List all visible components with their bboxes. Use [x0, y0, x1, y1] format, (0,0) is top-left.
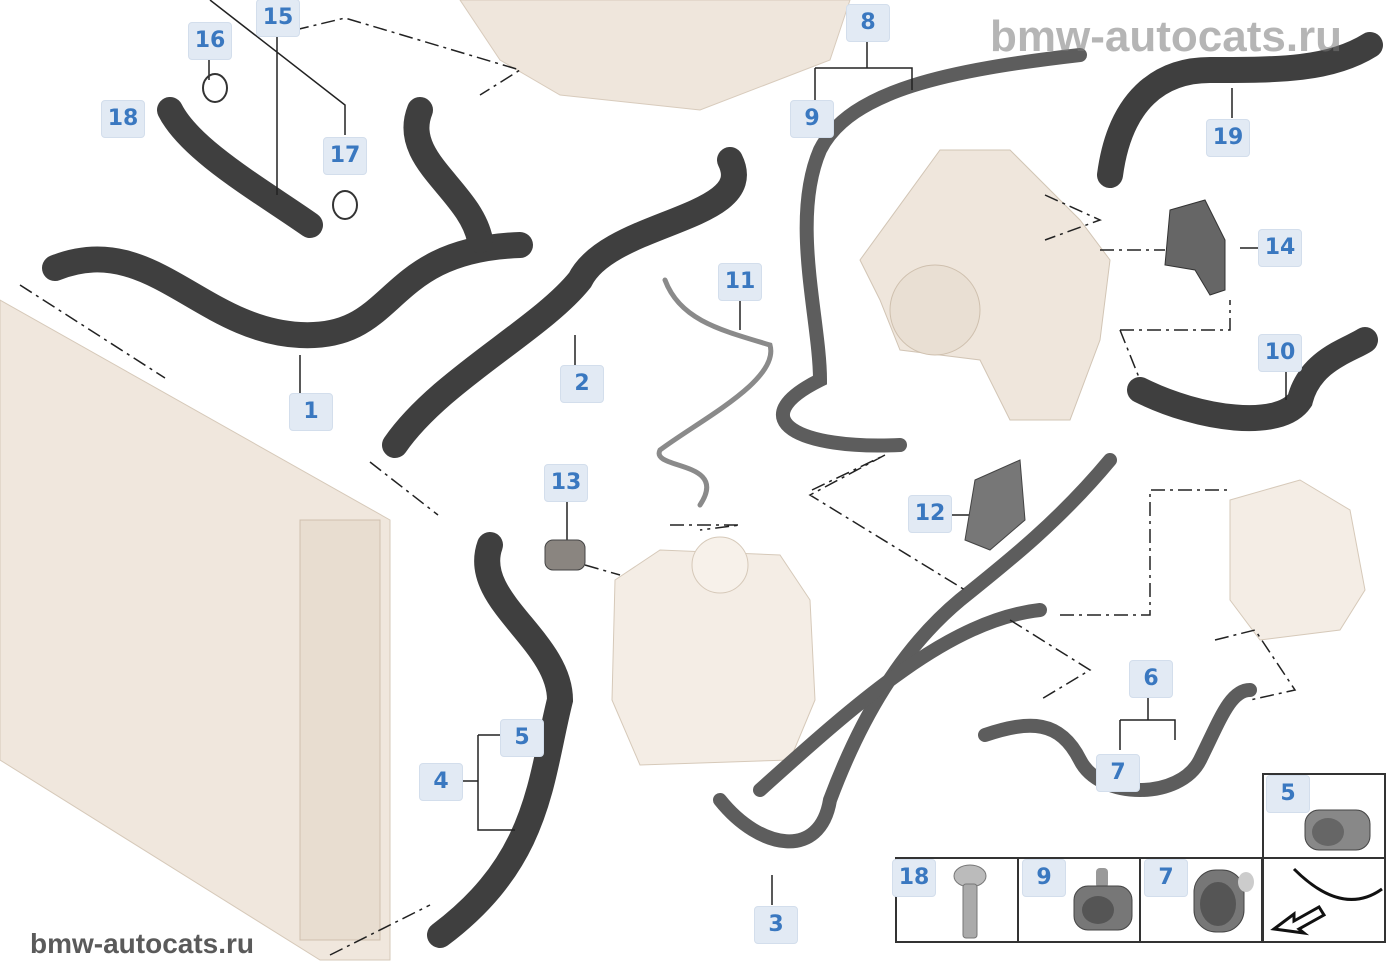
- expansion-tank-alt: [1229, 479, 1366, 641]
- legend-callout-9[interactable]: 9: [1022, 859, 1066, 897]
- callout-9[interactable]: 9: [790, 100, 834, 138]
- hose-15: [157, 97, 323, 238]
- callout-1[interactable]: 1: [289, 393, 333, 431]
- o-ring-17: [332, 190, 358, 220]
- callout-19[interactable]: 19: [1206, 119, 1250, 157]
- clip-13: [544, 539, 586, 571]
- callout-18[interactable]: 18: [101, 100, 145, 138]
- clamp-icon: [1193, 869, 1254, 933]
- radiator-side-tank: [299, 519, 381, 941]
- hose-clip-5-icon: [1304, 809, 1371, 851]
- legend-callout-7[interactable]: 7: [1144, 859, 1188, 897]
- watermark-bottom: bmw-autocats.ru: [30, 928, 255, 959]
- callout-11[interactable]: 11: [718, 263, 762, 301]
- o-ring-16: [202, 73, 228, 103]
- tank-cap: [691, 536, 749, 594]
- hose-2: [382, 147, 747, 458]
- hose-3b: [753, 603, 1047, 797]
- callout-4[interactable]: 4: [419, 763, 463, 801]
- hose-19: [1097, 32, 1383, 188]
- radiator: [0, 299, 391, 961]
- hose-1-branch: [403, 97, 493, 253]
- clip-12: [964, 459, 1026, 551]
- callout-14[interactable]: 14: [1258, 229, 1302, 267]
- clip-with-stud-icon: [1073, 868, 1133, 931]
- legend-cell-car-direction: [1262, 857, 1386, 943]
- legend-callout-18[interactable]: 18: [892, 859, 936, 897]
- callout-7[interactable]: 7: [1096, 754, 1140, 792]
- callout-16[interactable]: 16: [188, 22, 232, 60]
- pipe-11: [656, 277, 774, 508]
- callout-12[interactable]: 12: [908, 495, 952, 533]
- hose-1: [42, 232, 533, 349]
- callout-13[interactable]: 13: [544, 464, 588, 502]
- callout-5[interactable]: 5: [500, 719, 544, 757]
- engine-block: [459, 0, 851, 111]
- callout-8[interactable]: 8: [846, 4, 890, 42]
- callout-10[interactable]: 10: [1258, 334, 1302, 372]
- pump-pulley: [889, 264, 981, 356]
- watermark-top: bmw-autocats.ru: [990, 12, 1343, 61]
- legend-callout-5[interactable]: 5: [1266, 775, 1310, 813]
- bolt-icon: [953, 864, 987, 939]
- callout-17[interactable]: 17: [323, 137, 367, 175]
- hose-4: [427, 532, 574, 948]
- front-direction-arrow-icon: [1270, 867, 1383, 936]
- callout-15[interactable]: 15: [256, 0, 300, 37]
- callout-3[interactable]: 3: [754, 906, 798, 944]
- dashed-connector-lines: [19, 17, 1297, 956]
- hose-10: [1127, 327, 1378, 432]
- hose-8: [776, 48, 1087, 453]
- sensor-14: [1164, 199, 1226, 296]
- callout-2[interactable]: 2: [560, 365, 604, 403]
- callout-6[interactable]: 6: [1129, 660, 1173, 698]
- leader-lines: [208, 0, 1287, 905]
